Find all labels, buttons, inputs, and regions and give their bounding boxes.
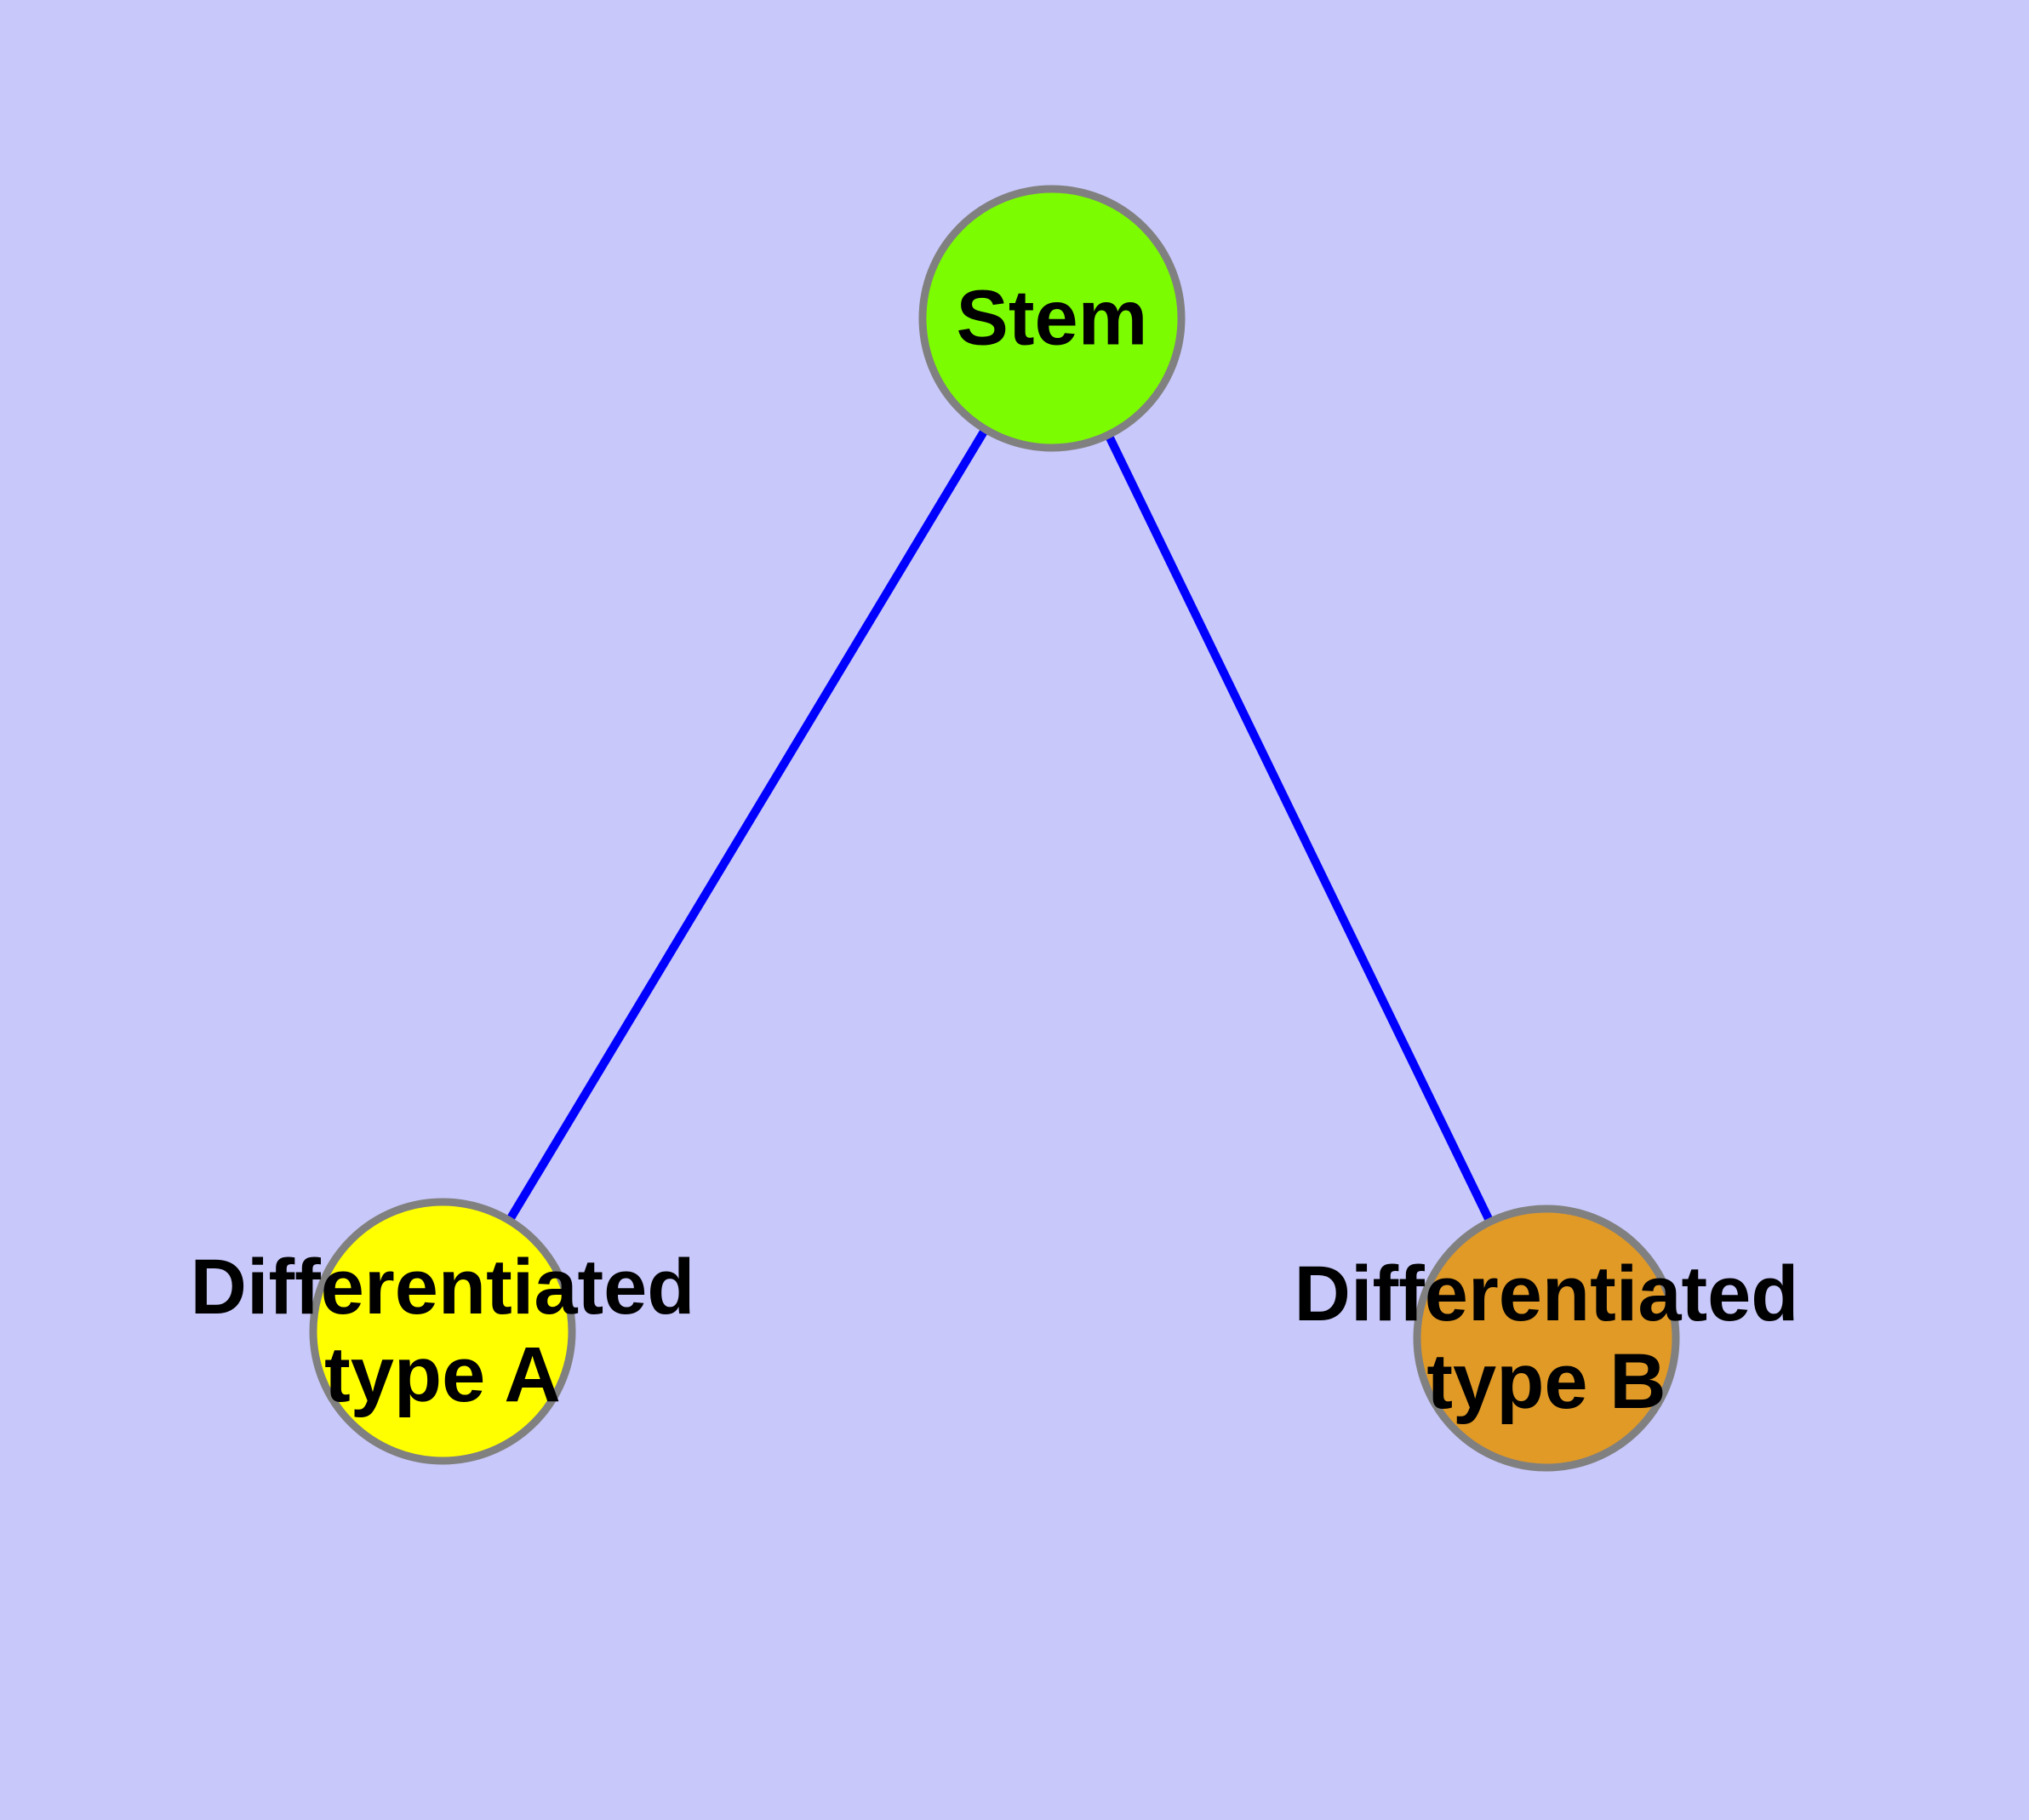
edge-stem-to-differentiated-type-b[interactable] (1103, 429, 1495, 1228)
node-differentiated-type-b[interactable] (1413, 1205, 1680, 1472)
edge-stem-to-differentiated-type-a[interactable] (504, 424, 991, 1226)
node-stem[interactable] (918, 185, 1186, 452)
node-layer (309, 185, 1680, 1472)
edge-layer (504, 424, 1495, 1228)
node-differentiated-type-a[interactable] (309, 1198, 576, 1465)
